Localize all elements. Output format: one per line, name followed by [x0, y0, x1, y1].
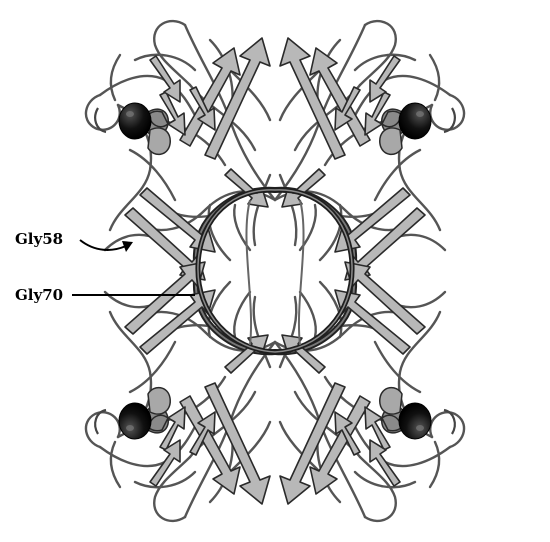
gly58-pointer-arrow [79, 239, 127, 251]
label-gly70: Gly70 [15, 286, 63, 304]
central-ring [195, 187, 355, 355]
gly58-arrowhead [122, 241, 133, 252]
label-gly58: Gly58 [15, 230, 63, 248]
